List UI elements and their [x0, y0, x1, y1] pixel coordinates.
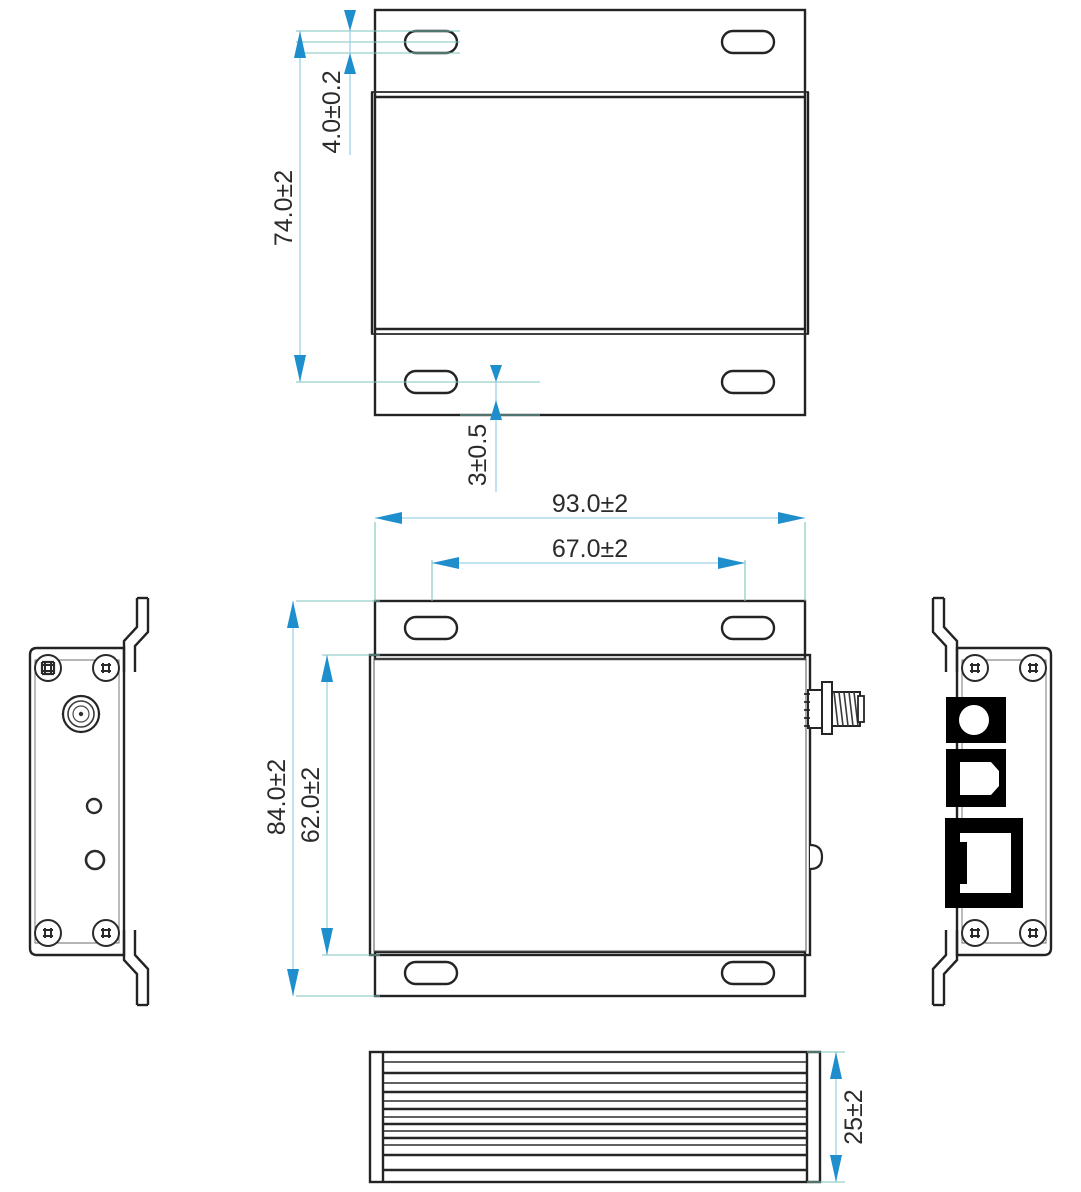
arrowhead-25-bottom: [830, 1155, 842, 1182]
front-view-body: [368, 653, 812, 957]
dimension-label-25: 25±2: [840, 1089, 868, 1144]
arrowhead-4-bottom: [344, 53, 356, 74]
dimension-3: 3±0.5: [464, 365, 502, 492]
usb-type-b-port-icon: [946, 749, 1006, 807]
arrowhead-93-left: [375, 512, 402, 524]
front-view-slot-bottom-right: [720, 960, 776, 986]
left-view-screw-bottom-right: [92, 919, 120, 947]
arrowhead-62-bottom: [321, 928, 333, 955]
front-view-body-inner: [373, 658, 807, 952]
front-view-slot-top-right: [720, 615, 776, 641]
led-indicator-lower-hole: [84, 849, 106, 871]
arrowhead-4-top: [344, 10, 356, 31]
right-view-screw-bottom-right: [1019, 919, 1047, 947]
arrowhead-74-top: [294, 31, 306, 58]
top-view-slot-bottom-right: [720, 369, 776, 395]
front-view-side-tab: [809, 843, 824, 871]
dimension-62: 62.0±2: [297, 655, 333, 955]
bottom-view: 25±2: [368, 1050, 868, 1184]
arrowhead-3-top: [490, 365, 502, 382]
right-view-panel-outline: [955, 646, 1053, 957]
left-view-panel-outline: [28, 646, 126, 957]
bottom-view-outline: [368, 1050, 822, 1184]
bottom-view-heatsink-fins: [383, 1061, 807, 1172]
dimension-label-74: 74.0±2: [270, 170, 298, 246]
rj45-ethernet-jack-icon: [945, 818, 1023, 908]
arrowhead-93-right: [778, 512, 805, 524]
right-view-screw-top-left: [961, 654, 989, 682]
top-view: 74.0±2 4.0±0.2 3±0.5: [270, 8, 810, 492]
arrowhead-67-right: [718, 557, 745, 569]
left-view-bracket-lower-inner: [133, 930, 150, 1005]
dimension-4: 4.0±0.2: [318, 10, 356, 155]
front-view-slot-bottom-left: [403, 960, 459, 986]
dc-power-jack-icon: [946, 697, 1006, 743]
right-side-view: [931, 596, 1053, 1007]
arrowhead-62-top: [321, 655, 333, 682]
dimension-label-84: 84.0±2: [263, 759, 291, 835]
left-side-view: [28, 596, 150, 1007]
led-indicator-upper-hole: [85, 797, 103, 815]
sma-antenna-connector-icon: [61, 694, 101, 734]
top-view-body-outline: [371, 91, 809, 335]
dimension-74: 74.0±2: [270, 31, 306, 382]
right-view-screw-bottom-left: [961, 919, 989, 947]
dimension-label-4: 4.0±0.2: [318, 70, 346, 153]
top-view-outline: [373, 8, 807, 417]
front-view-sma-connector: [804, 681, 865, 735]
dimension-label-3: 3±0.5: [464, 424, 492, 486]
left-view-screw-top-right: [92, 654, 120, 682]
front-view-bottom-bracket: [373, 950, 807, 998]
arrowhead-74-bottom: [294, 355, 306, 382]
right-view-bracket-upper-inner: [931, 598, 948, 672]
arrowhead-84-top: [287, 601, 299, 628]
dimension-93: 93.0±2: [375, 490, 805, 524]
front-view: 93.0±2 67.0±2 84.0±2 62.0±2: [263, 490, 865, 998]
front-view-slot-top-left: [403, 615, 459, 641]
arrowhead-3-bottom: [490, 400, 502, 420]
dimension-67: 67.0±2: [432, 535, 745, 569]
arrowhead-67-left: [432, 557, 459, 569]
left-view-bracket-upper-inner: [133, 598, 150, 672]
dimension-84: 84.0±2: [263, 601, 299, 996]
right-view-bracket-lower-inner: [931, 930, 948, 1005]
left-view-screw-bottom-left: [34, 919, 62, 947]
left-view-screw-top-left: [34, 654, 62, 682]
dimension-label-67: 67.0±2: [552, 535, 628, 563]
dimension-label-62: 62.0±2: [297, 767, 325, 843]
dimension-25: 25±2: [830, 1052, 868, 1182]
arrowhead-25-top: [830, 1052, 842, 1079]
left-view-panel-inner: [34, 659, 120, 944]
top-view-slot-top-right: [720, 29, 776, 55]
arrowhead-84-bottom: [287, 969, 299, 996]
dimension-label-93: 93.0±2: [552, 490, 628, 518]
right-view-screw-top-right: [1019, 654, 1047, 682]
